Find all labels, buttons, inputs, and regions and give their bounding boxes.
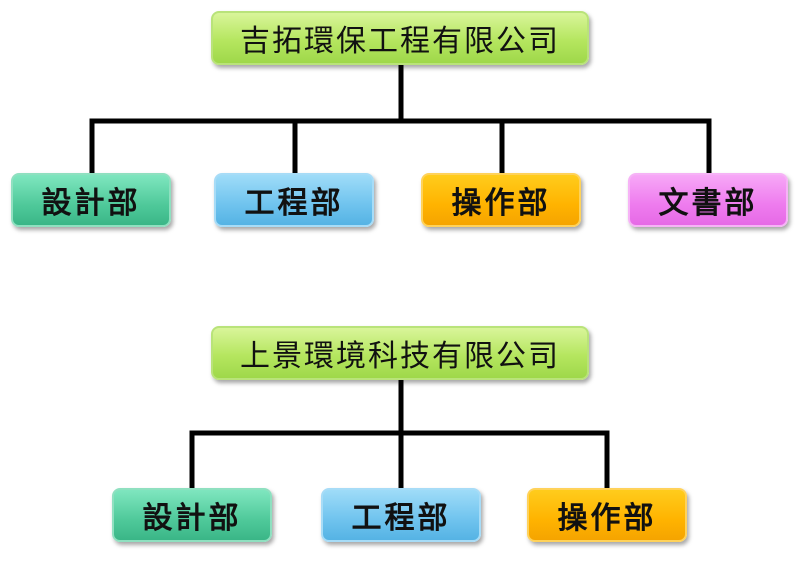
dept-node-design: 設計部 bbox=[112, 488, 272, 542]
company-node-jituo: 吉拓環保工程有限公司 bbox=[211, 11, 589, 65]
dept-node-operations: 操作部 bbox=[421, 173, 581, 227]
dept-node-operations: 操作部 bbox=[527, 488, 687, 542]
dept-node-engineering: 工程部 bbox=[214, 173, 374, 227]
dept-node-engineering: 工程部 bbox=[321, 488, 481, 542]
company-node-shangjing: 上景環境科技有限公司 bbox=[211, 326, 589, 380]
dept-node-secretarial: 文書部 bbox=[628, 173, 788, 227]
dept-node-design: 設計部 bbox=[11, 173, 171, 227]
